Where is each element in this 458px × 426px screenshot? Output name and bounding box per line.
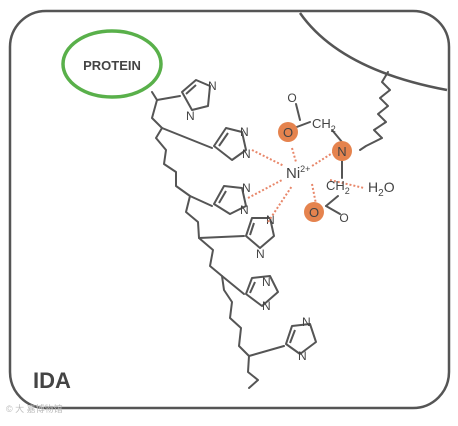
imidazole-ring-1: N N xyxy=(181,79,217,123)
imidazole-n-atom: N xyxy=(262,299,271,313)
lower-oxygen-circle xyxy=(304,202,324,222)
imidazole-n-atom: N xyxy=(186,109,195,123)
water-label: H2O xyxy=(368,179,395,199)
coordination-bonds xyxy=(247,147,365,223)
ida-label: IDA xyxy=(33,368,71,393)
imidazole-n-atom: N xyxy=(240,125,249,139)
carbonyl-oxygen-bottom: O xyxy=(339,211,348,225)
imidazole-n-atom: N xyxy=(302,315,311,329)
carboxylate-oxygen-label: O xyxy=(283,125,293,140)
diagram-frame xyxy=(8,9,451,410)
imidazole-n-atom: N xyxy=(242,147,251,161)
imidazole-n-atom: N xyxy=(298,349,307,363)
imidazole-n-atom: N xyxy=(240,203,249,217)
imidazole-n-atom: N xyxy=(242,181,251,195)
amine-nitrogen-circle xyxy=(332,141,352,161)
carboxylate-oxygen-circle xyxy=(278,122,298,142)
ch2-lower-label: CH2 xyxy=(326,178,350,196)
imidazole-n-atom: N xyxy=(266,213,275,227)
resin-bead-arc xyxy=(298,12,448,92)
carbonyl-oxygen-top: O xyxy=(287,91,296,105)
histidine-stems xyxy=(156,95,285,357)
amine-nitrogen-label: N xyxy=(337,144,346,159)
amine-linker-chain xyxy=(359,71,391,151)
imidazole-n-atom: N xyxy=(208,79,217,93)
imidazole-ring-5: N N xyxy=(245,275,279,313)
imidazole-ring-4: N N xyxy=(245,213,275,261)
imidazole-ring-2: N N xyxy=(213,125,251,161)
imidazole-ring-6: N N xyxy=(285,315,317,363)
watermark-text: © 大 嘉博物馆 xyxy=(6,403,63,414)
nickel-ion-label: Ni2+ xyxy=(286,164,310,182)
imidazole-ring-3: N N xyxy=(213,181,251,217)
lower-oxygen-label: O xyxy=(309,205,319,220)
ida-ligand-bonds xyxy=(293,103,343,215)
imidazole-n-atom: N xyxy=(256,247,265,261)
imidazole-n-atom: N xyxy=(262,275,271,289)
protein-ellipse xyxy=(61,29,163,99)
ch2-upper-label: CH2 xyxy=(312,116,336,134)
protein-label: PROTEIN xyxy=(83,58,141,73)
